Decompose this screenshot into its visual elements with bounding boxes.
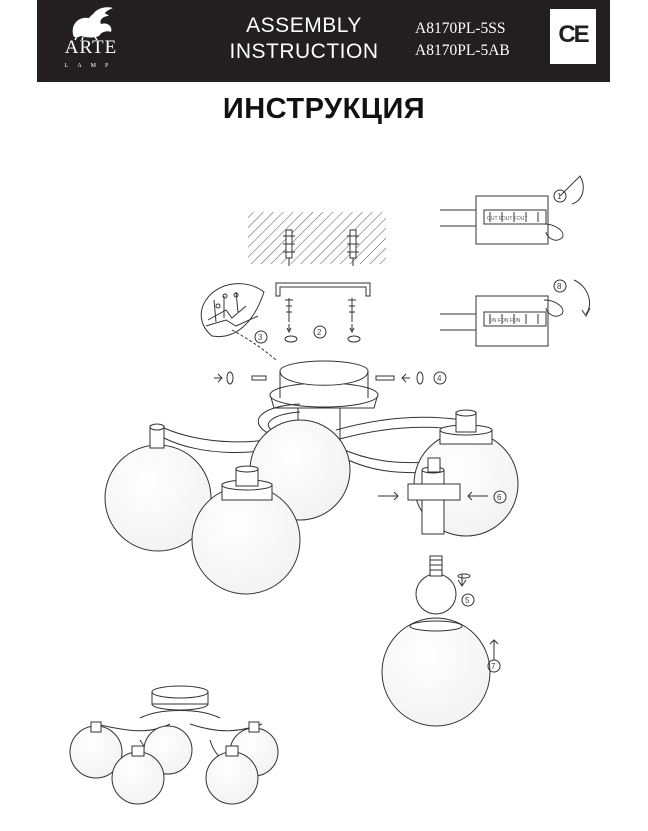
step-num-2: 2	[317, 328, 322, 337]
socket-detail	[378, 457, 507, 535]
brand-subtitle: LAMP	[64, 63, 118, 69]
page-title: ИНСТРУКЦИЯ	[222, 93, 426, 125]
model-number-ab: A8170PL-5AB	[415, 42, 510, 59]
ce-mark: CE	[558, 21, 589, 48]
assembly-title-line1: ASSEMBLY	[246, 14, 362, 37]
step-num-3: 3	[258, 333, 263, 342]
side-screws	[214, 371, 447, 385]
step-num-8: 8	[557, 282, 562, 291]
step-num-1: 1	[557, 192, 562, 201]
connector-block-top	[440, 175, 584, 245]
assembled-fixture-preview	[69, 685, 279, 805]
assembly-title: ASSEMBLY INSTRUCTION	[215, 13, 393, 65]
ceiling-section	[248, 212, 386, 266]
connector-label-top: OUT FOUT FOUT	[487, 216, 527, 222]
step-numbers: 1 2 3 4 5 6 7 8	[258, 192, 562, 671]
assembly-title-line2: INSTRUCTION	[229, 40, 379, 63]
wall-anchor-right	[347, 229, 359, 266]
brand-name: ARTE	[64, 37, 118, 58]
mounting-screws	[284, 298, 361, 343]
step-num-5: 5	[465, 596, 470, 605]
glass-globe	[381, 617, 501, 727]
connector-block-bottom	[440, 279, 591, 347]
light-bulb	[415, 555, 475, 615]
globe-front	[191, 465, 301, 595]
step-num-7: 7	[491, 662, 496, 671]
connector-label-bottom: ON FON FON	[489, 318, 521, 324]
model-numbers: A8170PL-5SS A8170PL-5AB	[415, 18, 530, 62]
griffin-logo-icon	[72, 7, 113, 41]
step-num-4: 4	[437, 374, 442, 383]
ce-mark-badge: CE	[550, 9, 596, 64]
wiring-detail	[200, 283, 277, 361]
mounting-bracket	[275, 282, 371, 297]
canopy	[269, 360, 379, 409]
globe-left	[104, 423, 212, 552]
wall-anchor-left	[283, 229, 295, 266]
header-bar: ARTE LAMP ASSEMBLY INSTRUCTION A8170PL-5…	[37, 0, 610, 82]
model-number-ss: A8170PL-5SS	[415, 20, 506, 37]
connector-labels: OUT FOUT FOUT ON FON FON	[487, 216, 527, 324]
step-num-6: 6	[497, 493, 502, 502]
